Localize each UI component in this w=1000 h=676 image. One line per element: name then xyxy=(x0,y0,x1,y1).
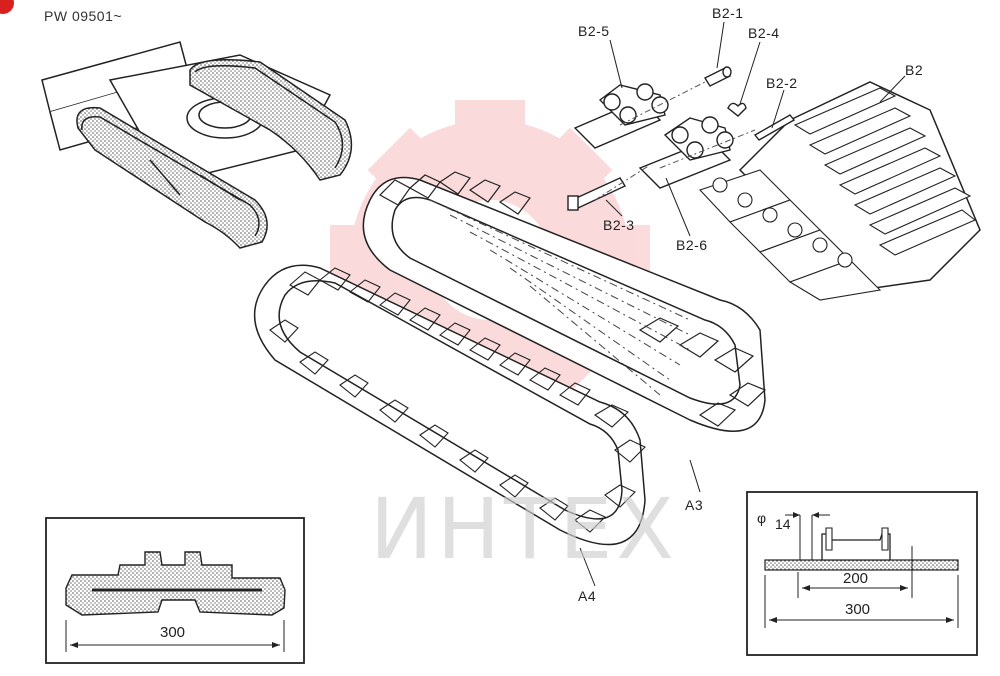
chain-link-b2-6-illustration xyxy=(638,116,734,189)
pin-diameter-symbol: φ xyxy=(757,510,767,526)
clip-b2-4-illustration xyxy=(727,102,747,117)
undercarriage-illustration xyxy=(41,41,353,249)
callout-b2-4: B2-4 xyxy=(748,25,780,41)
steel-track-b2-illustration xyxy=(699,81,981,301)
rubber-track-a4-illustration xyxy=(253,264,646,546)
steel-track-a3-illustration xyxy=(362,171,767,432)
callout-a4: A4 xyxy=(578,588,597,604)
rubber-track-cross-section xyxy=(45,517,305,664)
pin-diameter-label: 14 xyxy=(775,516,791,532)
watermark-text: ИНТЕХ xyxy=(370,480,678,578)
callout-b2: B2 xyxy=(905,62,924,78)
chain-link-b2-5-illustration xyxy=(573,83,669,149)
pin-b2-2-illustration xyxy=(753,114,796,141)
callout-b2-2: B2-2 xyxy=(766,75,798,91)
steel-track-inner-width-label: 200 xyxy=(843,570,869,587)
callout-a3: A3 xyxy=(685,497,704,513)
rubber-track-width-label: 300 xyxy=(160,624,186,641)
model-code-label: PW 09501~ xyxy=(44,8,123,24)
pin-b2-1-illustration xyxy=(703,66,732,87)
callout-b2-5: B2-5 xyxy=(578,23,610,39)
callout-leaders xyxy=(579,21,906,587)
steel-track-cross-section xyxy=(746,491,978,656)
callout-b2-6: B2-6 xyxy=(676,237,708,253)
callout-b2-3: B2-3 xyxy=(603,217,635,233)
callout-b2-1: B2-1 xyxy=(712,5,744,21)
page-marker-icon xyxy=(0,0,14,14)
steel-track-outer-width-label: 300 xyxy=(845,601,871,618)
pin-b2-3-illustration xyxy=(567,177,627,211)
